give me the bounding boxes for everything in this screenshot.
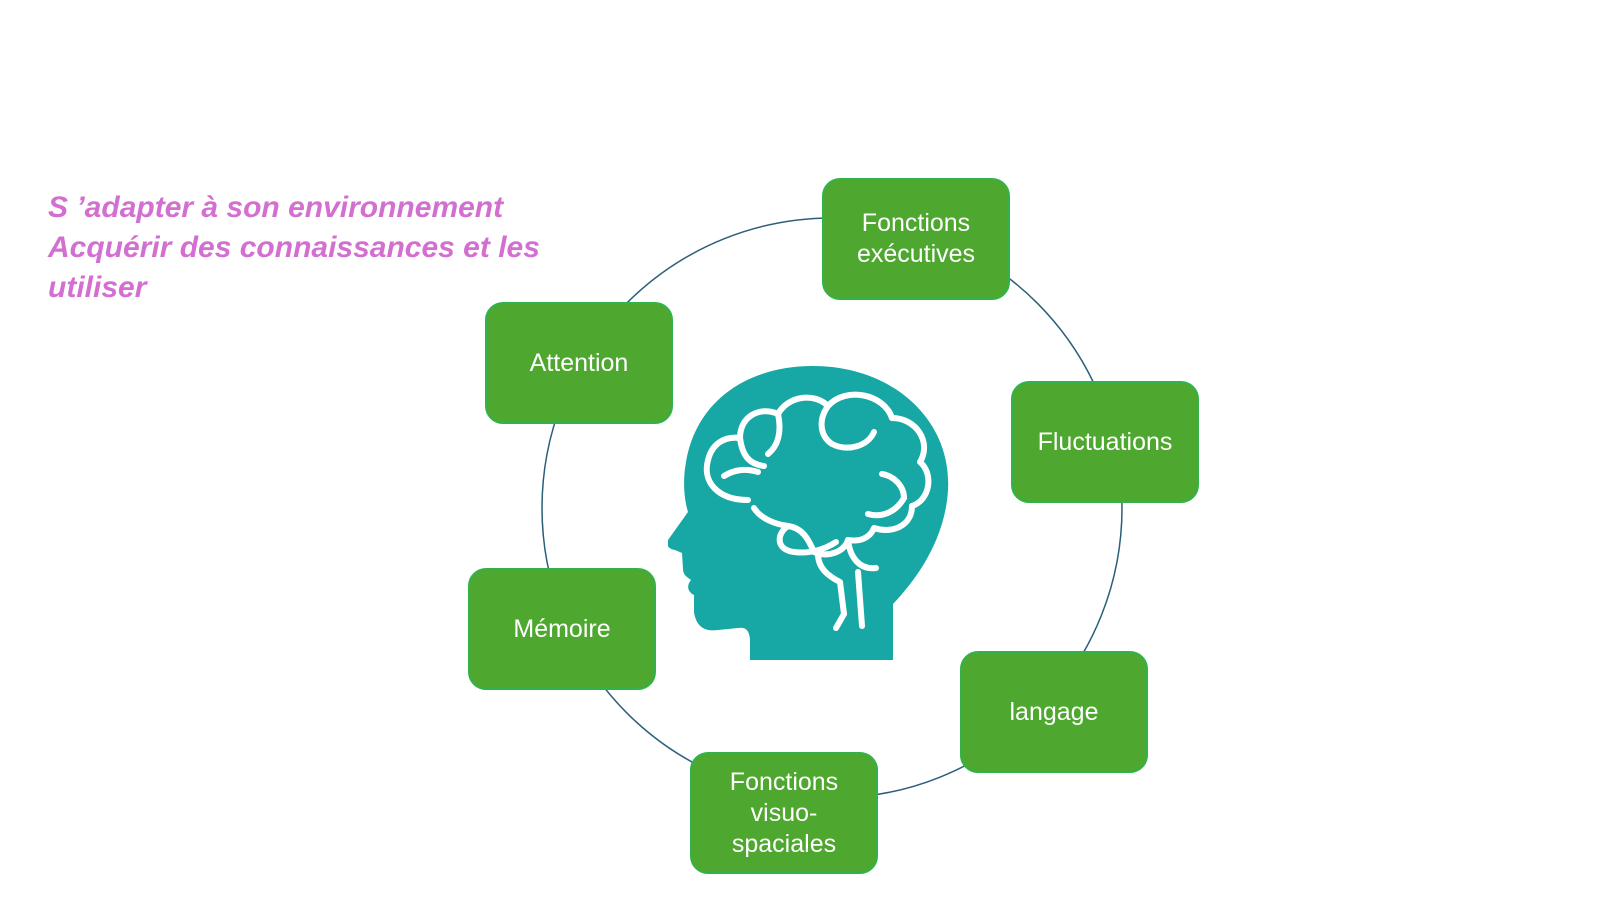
node-memoire: Mémoire (468, 568, 656, 690)
node-fonctions-executives: Fonctions exécutives (822, 178, 1010, 300)
node-executive-line2: exécutives (856, 240, 976, 268)
intro-line-knowledge: Acquérir des connaissances et les utilis… (48, 231, 540, 304)
node-attention-label: Attention (529, 348, 629, 377)
node-attention: Attention (485, 302, 673, 424)
node-langage: langage (960, 651, 1148, 773)
node-visuo-line3: spaciales (731, 829, 837, 858)
node-fluctuations-label: Fluctuations (1037, 427, 1173, 456)
head-brain-icon (668, 366, 949, 660)
node-visuo-line1: Fonctions (729, 767, 839, 796)
node-langage-label: langage (1009, 697, 1099, 726)
node-visuo-line2: visuo- (750, 798, 818, 827)
node-fonctions-visuo-spaciales: Fonctions visuo- spaciales (690, 752, 878, 874)
node-memoire-label: Mémoire (513, 614, 611, 643)
brain-outline (703, 391, 932, 631)
head-silhouette (668, 366, 949, 660)
node-fluctuations: Fluctuations (1011, 381, 1199, 503)
node-executive-line1: Fonctions (861, 209, 971, 237)
intro-text: S ’adapter à son environnement Acquérir … (48, 188, 608, 308)
intro-line-adapt: S ’adapter à son environnement (48, 191, 504, 224)
